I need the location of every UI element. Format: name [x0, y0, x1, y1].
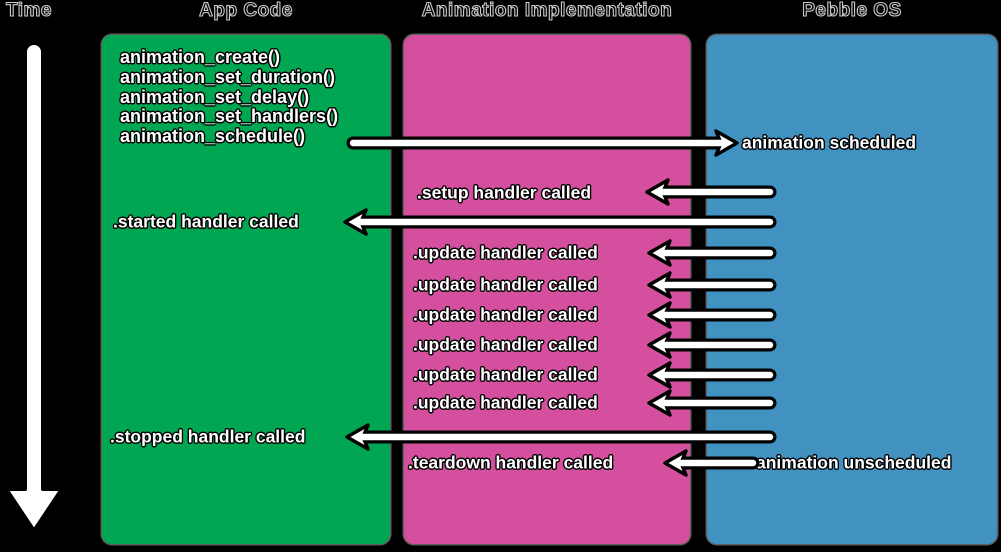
label-setup-handler-called: .setup handler called: [417, 182, 592, 203]
animation-implementation-header: Animation Implementation: [421, 0, 673, 22]
time-axis-label: Time: [5, 0, 53, 22]
label-stopped-handler-called: .stopped handler called: [110, 426, 306, 447]
label-animation-scheduled: animation scheduled: [742, 132, 917, 153]
app-code-header: App Code: [199, 0, 293, 22]
label-started-handler-called: .started handler called: [113, 211, 299, 232]
app-code-box: [102, 35, 390, 544]
code-line-animation-schedule: animation_schedule(): [120, 126, 306, 147]
code-line-animation-set-duration: animation_set_duration(): [120, 66, 336, 87]
time-arrow-icon: [4, 41, 64, 533]
label-update-handler-called-5: .update handler called: [413, 364, 598, 385]
label-update-handler-called-2: .update handler called: [413, 274, 598, 295]
code-line-animation-create: animation_create(): [120, 47, 281, 67]
pebble-os-header: Pebble OS: [802, 0, 902, 22]
label-teardown-handler-called: .teardown handler called: [408, 452, 614, 473]
label-update-handler-called-6: .update handler called: [413, 392, 598, 413]
label-update-handler-called-4: .update handler called: [413, 334, 598, 355]
code-line-animation-set-delay: animation_set_delay(): [120, 86, 310, 107]
label-update-handler-called-1: .update handler called: [413, 242, 598, 263]
code-line-animation-set-handlers: animation_set_handlers(): [120, 106, 339, 127]
app-code-calls: animation_create() animation_set_duratio…: [120, 47, 339, 147]
animation-implementation-box: [404, 35, 690, 544]
label-update-handler-called-3: .update handler called: [413, 304, 598, 325]
label-animation-unscheduled: animation unscheduled: [756, 452, 952, 473]
